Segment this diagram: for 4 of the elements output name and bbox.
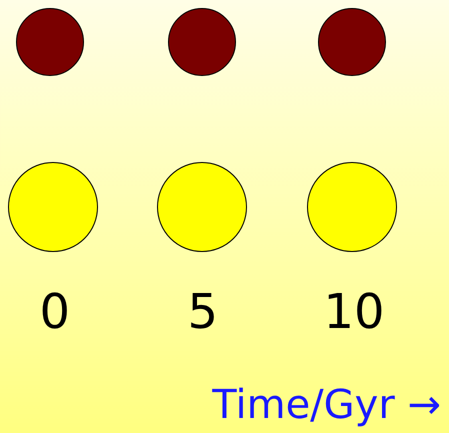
axis-title: Time/Gyr → [212,385,441,425]
axis-value: 0 [40,288,70,336]
axis-value: 5 [188,288,218,336]
axis-value: 10 [324,288,385,336]
